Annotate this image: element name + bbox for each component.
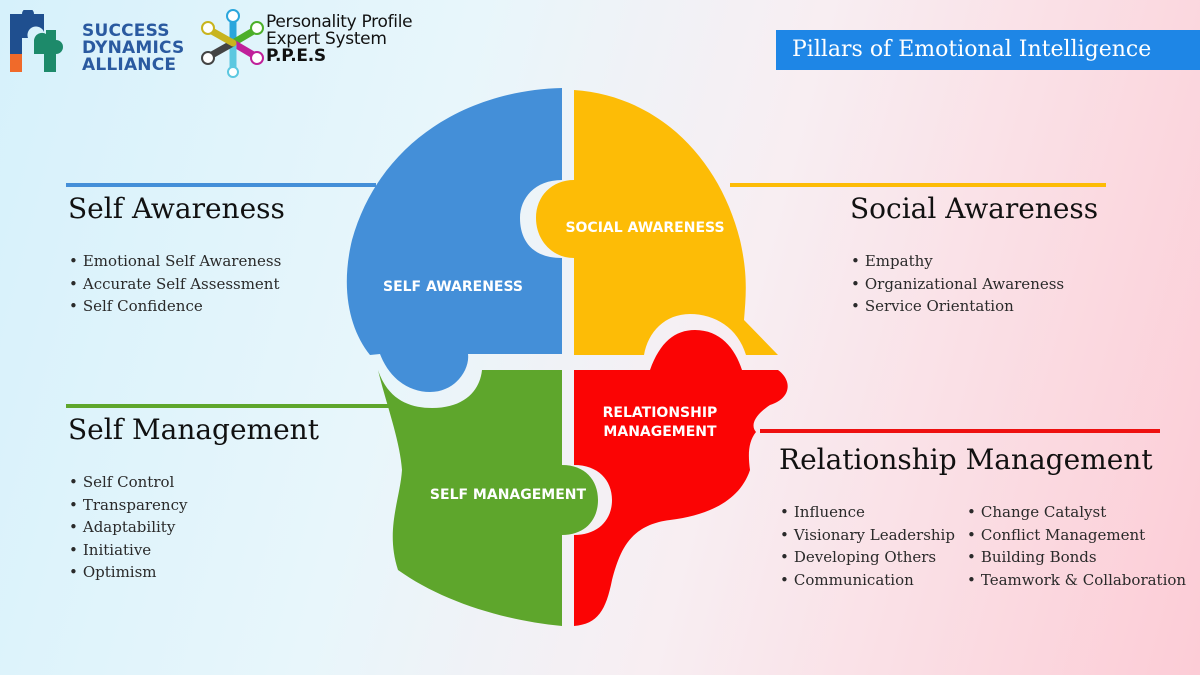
ppes-logo <box>200 8 266 83</box>
list-relationship-management-col2: Change Catalyst Conflict Management Buil… <box>967 501 1186 591</box>
list-item: Self Control <box>69 471 187 494</box>
list-self-management: Self Control Transparency Adaptability I… <box>69 471 188 584</box>
puzzle-piece-relationship-management <box>574 330 788 626</box>
list-item: Building Bonds <box>967 546 1186 569</box>
page-title: Pillars of Emotional Intelligence <box>776 30 1200 70</box>
list-item: Transparency <box>69 494 188 517</box>
sda-logo-text: SUCCESS DYNAMICS ALLIANCE <box>82 23 184 74</box>
list-item: Self Confidence <box>69 295 281 318</box>
ppes-line-1: Personality Profile <box>266 12 413 32</box>
sda-line-1: SUCCESS <box>82 21 170 41</box>
list-item: Optimism <box>69 561 187 584</box>
list-item: Adaptability <box>69 516 187 539</box>
piece-label-self-awareness: SELF AWARENESS <box>382 279 524 295</box>
piece-label-relationship-line-2: MANAGEMENT <box>603 424 717 440</box>
puzzle-piece-self-awareness <box>346 88 562 392</box>
list-relationship-management-col1: Influence Visionary Leadership Developin… <box>780 501 955 591</box>
heading-self-management: Self Management <box>68 413 319 446</box>
list-item: Influence <box>780 501 955 524</box>
list-item: Accurate Self Assessment <box>69 273 281 296</box>
list-item: Organizational Awareness <box>851 273 1064 296</box>
list-social-awareness: Empathy Organizational Awareness Service… <box>851 250 1064 318</box>
list-item: Visionary Leadership <box>780 524 955 547</box>
list-item: Empathy <box>851 250 1064 273</box>
list-self-awareness: Emotional Self Awareness Accurate Self A… <box>69 250 281 318</box>
self-awareness-rule <box>66 183 376 187</box>
list-item: Emotional Self Awareness <box>69 250 281 273</box>
heading-social-awareness: Social Awareness <box>850 192 1099 225</box>
list-item: Teamwork & Collaboration <box>967 569 1186 592</box>
puzzle-piece-self-management <box>378 370 598 626</box>
list-item: Developing Others <box>780 546 955 569</box>
piece-label-social-awareness: SOCIAL AWARENESS <box>565 220 725 236</box>
heading-self-awareness: Self Awareness <box>68 192 285 225</box>
sda-logo <box>8 8 80 79</box>
sda-line-2: DYNAMICS <box>82 38 185 58</box>
list-item: Initiative <box>69 539 187 562</box>
list-item: Change Catalyst <box>967 501 1186 524</box>
ppes-line-3: P.P.E.S <box>266 46 326 66</box>
self-management-rule <box>66 404 406 408</box>
piece-label-relationship-line-1: RELATIONSHIP <box>602 405 718 421</box>
list-item: Conflict Management <box>967 524 1186 547</box>
puzzle-pieces-icon <box>10 8 63 72</box>
piece-label-self-management: SELF MANAGEMENT <box>429 487 587 503</box>
ppes-logo-text: Personality Profile Expert System P.P.E.… <box>266 12 413 66</box>
heading-relationship-management: Relationship Management <box>779 443 1153 476</box>
head-puzzle <box>346 88 788 626</box>
sda-line-3: ALLIANCE <box>82 55 177 75</box>
people-network-icon <box>201 9 264 78</box>
relationship-management-rule <box>760 429 1160 433</box>
puzzle-piece-social-awareness <box>536 90 778 355</box>
piece-label-relationship-management: RELATIONSHIP MANAGEMENT <box>590 404 730 442</box>
list-item: Service Orientation <box>851 295 1064 318</box>
ppes-line-2: Expert System <box>266 29 387 49</box>
social-awareness-rule <box>730 183 1106 187</box>
list-item: Communication <box>780 569 955 592</box>
